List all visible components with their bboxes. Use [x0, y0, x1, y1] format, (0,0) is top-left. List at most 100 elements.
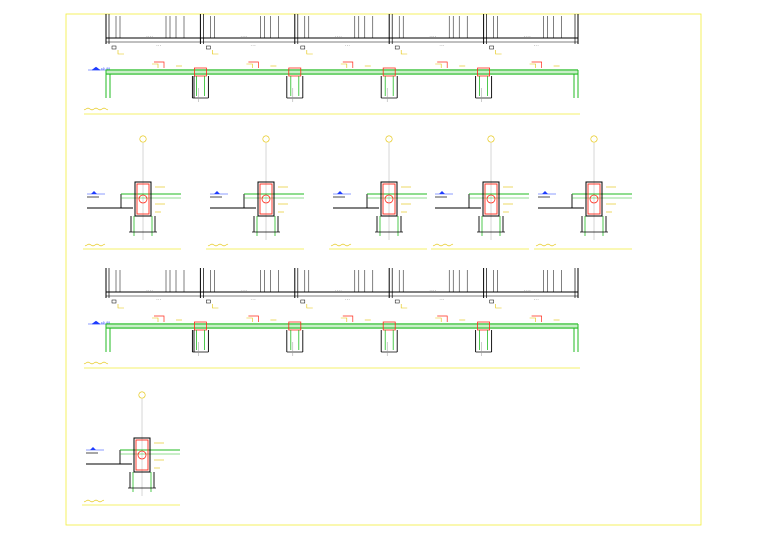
stirrup-mark [531, 315, 542, 322]
beam-block [111, 45, 117, 50]
dimension-text: ---- [335, 288, 342, 292]
beam-section [585, 181, 603, 217]
stirrup [259, 183, 273, 215]
dimension-text: ---- [240, 288, 247, 292]
dimension-text: ---- [146, 34, 153, 38]
dimension-mark [400, 304, 408, 309]
dimension-text: ---- [146, 288, 153, 292]
axis-bubble-icon [385, 135, 393, 143]
dimension-mark [152, 317, 159, 322]
stirrup-mark [342, 315, 354, 322]
dimension-text: ---- [524, 34, 531, 38]
beam-section [133, 437, 151, 473]
dimension-mark [340, 63, 348, 68]
pier-cap [288, 321, 302, 331]
stirrup-mark [154, 61, 165, 68]
stirrup [484, 183, 498, 215]
dimension-text: --- [250, 297, 256, 301]
elevation-marker-icon [91, 66, 101, 71]
dimension-mark [212, 304, 219, 309]
dimension-mark [400, 50, 408, 55]
section-detail-bottom [82, 391, 180, 506]
pier-cap [288, 67, 302, 77]
beam-block [394, 299, 400, 304]
dimension-mark [435, 63, 442, 68]
dimension-text: --- [345, 297, 351, 301]
dimension-mark [117, 304, 124, 309]
section-title-squiggle [83, 499, 105, 503]
beam-block [300, 299, 306, 304]
beam-block [489, 299, 494, 304]
dimension-text: ---- [240, 34, 247, 38]
elevation-marker-icon [91, 320, 101, 325]
stirrup-mark [437, 315, 448, 322]
drawing-frame [65, 13, 702, 526]
dimension-mark [306, 304, 313, 309]
stirrup-mark [342, 61, 354, 68]
elevation-marker-icon [542, 191, 548, 194]
elevation-label: ±0.00 [101, 67, 110, 71]
elevation-label: ±0.00 [101, 321, 110, 325]
beam-section [134, 181, 152, 217]
elevation-marker-icon [337, 191, 343, 194]
elevation-title-squiggle [83, 361, 109, 365]
beam-section [257, 181, 275, 217]
dimension-text: --- [345, 43, 351, 47]
dimension-mark [117, 50, 124, 55]
elevation-marker-icon [439, 191, 445, 194]
dimension-mark [152, 63, 159, 68]
axis-bubble-icon [262, 135, 270, 143]
pier-cap [382, 321, 396, 331]
stirrup [136, 183, 150, 215]
dimension-mark [435, 317, 442, 322]
stirrup-mark [248, 315, 259, 322]
stirrup [587, 183, 601, 215]
dimension-text: --- [156, 43, 162, 47]
elevation-marker-icon [214, 191, 220, 194]
stirrup-mark [437, 61, 448, 68]
stirrup [382, 183, 396, 215]
dimension-text: --- [156, 297, 162, 301]
beam-block [111, 299, 117, 304]
dimension-mark [495, 304, 502, 309]
section-title-squiggle [84, 243, 106, 247]
elevation-marker-icon [90, 447, 96, 450]
beam-block [206, 45, 211, 50]
dimension-mark [529, 63, 536, 68]
dimension-mark [246, 317, 253, 322]
dimension-text: ---- [429, 34, 436, 38]
axis-bubble-icon [139, 135, 147, 143]
rebar-circle [137, 450, 147, 460]
elevation-marker-icon [91, 191, 97, 194]
section-detail-row [83, 135, 632, 250]
stirrup-mark [248, 61, 259, 68]
stirrup [135, 439, 149, 471]
pier-cap [193, 321, 207, 331]
dimension-text: --- [534, 43, 540, 47]
beam-block [206, 299, 211, 304]
dimension-text: ---- [524, 288, 531, 292]
stirrup-mark [531, 61, 542, 68]
section-title-squiggle [535, 243, 557, 247]
pier-cap [382, 67, 396, 77]
axis-bubble-icon [590, 135, 598, 143]
dimension-text: ---- [429, 288, 436, 292]
stirrup-mark [154, 315, 165, 322]
beam-block [394, 45, 400, 50]
beam-block [300, 45, 306, 50]
rebar-circle [138, 194, 148, 204]
dimension-mark [246, 63, 253, 68]
beam-section [380, 181, 398, 217]
elevation-strip-lower: ±0.00----------------------------------- [83, 268, 580, 369]
dimension-text: ---- [335, 34, 342, 38]
axis-bubble-icon [487, 135, 495, 143]
dimension-mark [529, 317, 536, 322]
rebar-circle [589, 194, 599, 204]
section-title-squiggle [330, 243, 352, 247]
rebar-circle [261, 194, 271, 204]
pier-cap [477, 321, 491, 331]
elevation-title-squiggle [83, 107, 109, 111]
dimension-mark [306, 50, 313, 55]
elevation-strip-upper: ±0.00----------------------------------- [83, 14, 580, 115]
